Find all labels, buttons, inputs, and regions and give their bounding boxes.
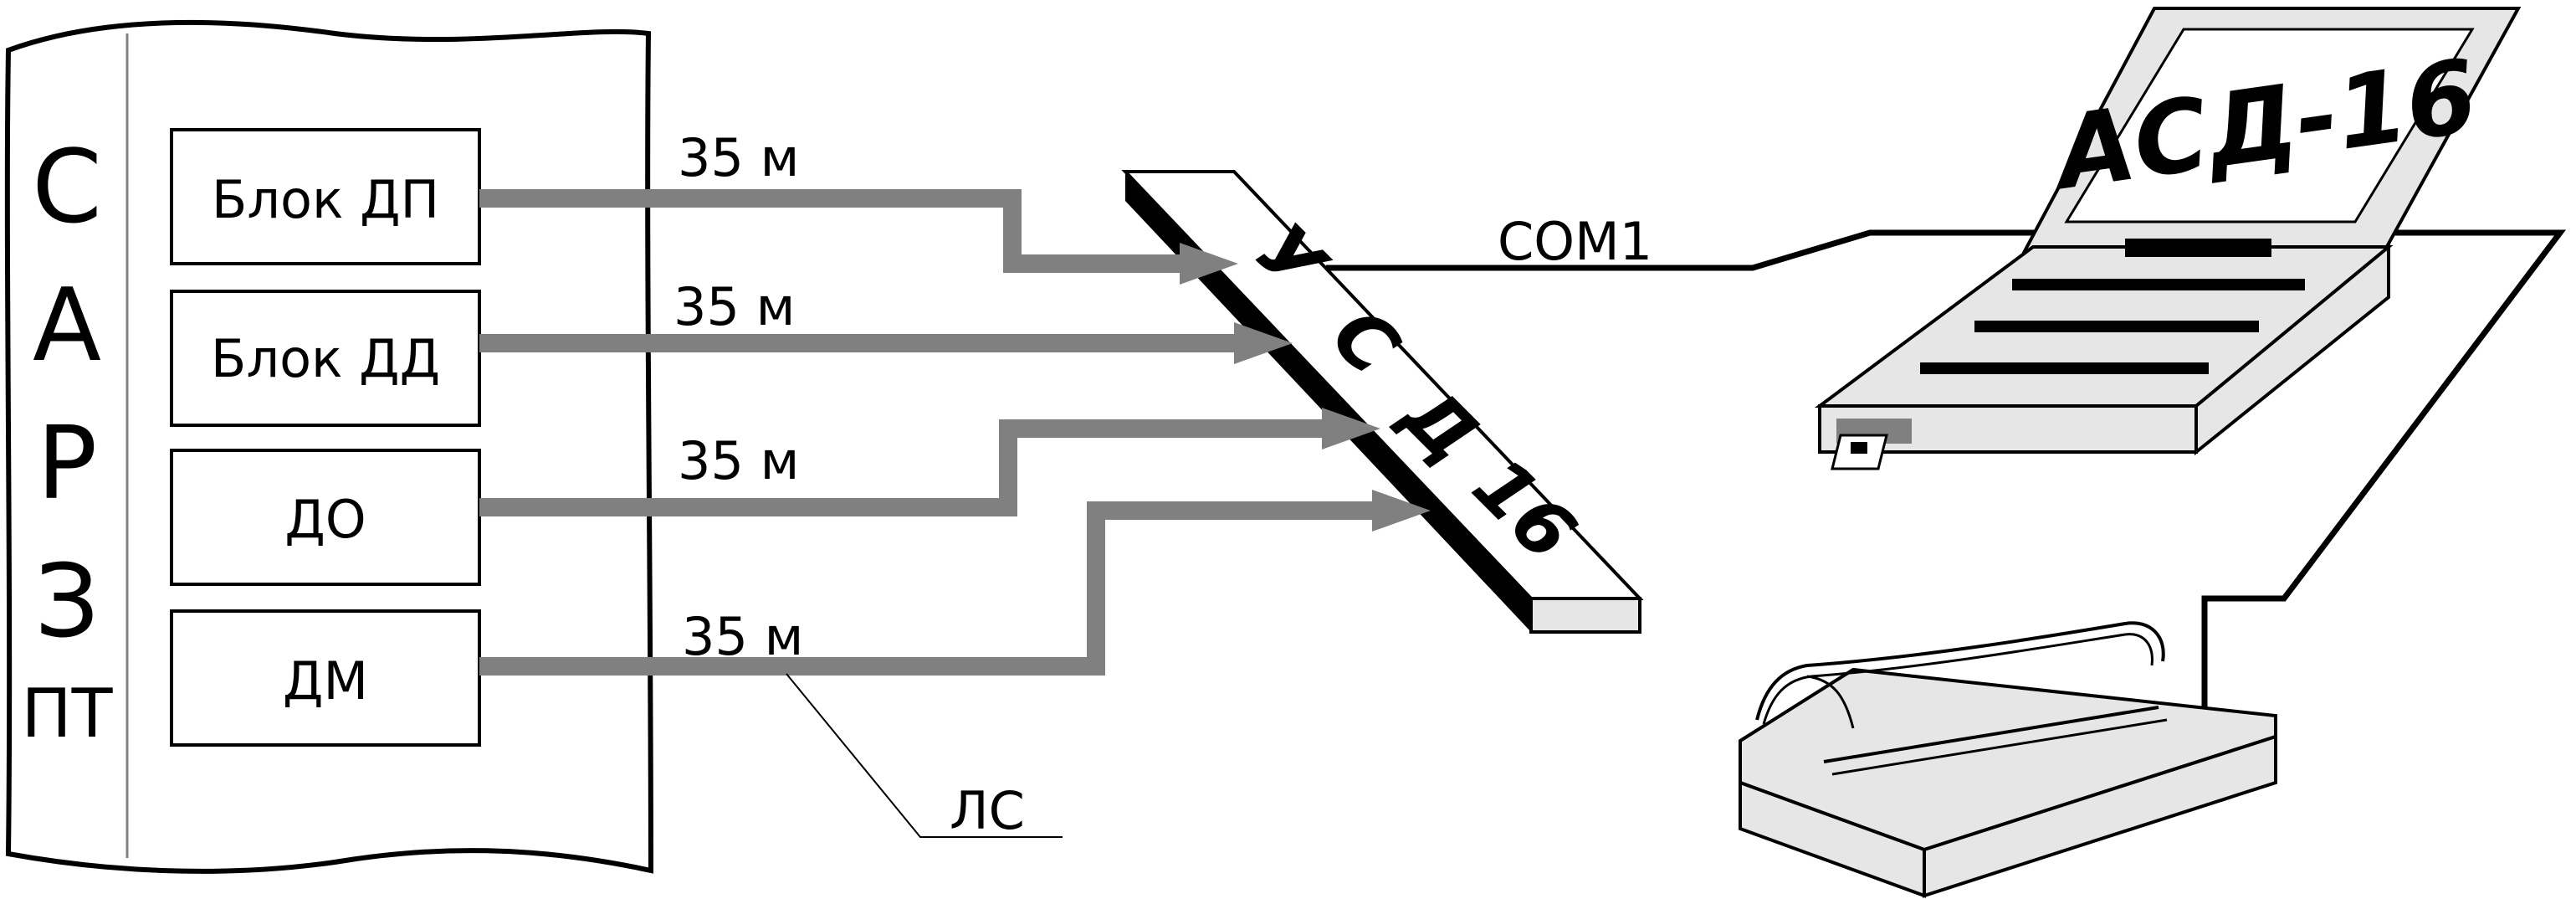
cabinet-letter-2: А: [33, 268, 101, 384]
arrow-dp: [1180, 243, 1238, 285]
block-dp: Блок ДП: [170, 128, 481, 265]
block-dm-label: ДМ: [283, 650, 368, 711]
laptop: АСД-16: [1814, 7, 2522, 470]
laptop-screen: [2064, 28, 2475, 223]
cable-arrowheads: [1180, 243, 1431, 532]
distance-label-1: 35 м: [678, 127, 799, 188]
distance-label-2: 35 м: [673, 276, 795, 337]
laptop-hinge: [2125, 239, 2271, 257]
block-dp-label: Блок ДП: [212, 169, 439, 230]
arrow-dm: [1372, 490, 1431, 532]
printer: [1739, 621, 2277, 898]
block-do-label: ДО: [284, 489, 366, 550]
distance-label-4: 35 м: [682, 606, 803, 667]
cabinet-letter-5: ПТ: [21, 675, 113, 753]
block-dd-label: Блок ДД: [211, 328, 440, 389]
line-label-leader: [786, 673, 1063, 838]
com1-label: COM1: [1498, 211, 1652, 272]
printer-side: [1923, 734, 2277, 898]
cabinet-letter-1: С: [32, 130, 102, 246]
arrow-do: [1322, 408, 1380, 450]
distance-label-3: 35 м: [678, 430, 799, 491]
block-dm: ДМ: [170, 609, 481, 747]
cables: [479, 189, 1380, 676]
floppy-disk-icon: [1831, 434, 1888, 470]
printer-paper: [1755, 621, 2165, 721]
com1-connection-line: [1326, 229, 2567, 728]
cabinet-letter-3: Р: [37, 406, 97, 522]
cable-dp: [479, 189, 1192, 273]
arrow-dd: [1234, 322, 1293, 364]
line-label: ЛС: [950, 780, 1025, 841]
cable-do: [479, 419, 1330, 516]
block-do: ДО: [170, 449, 481, 586]
block-dd: Блок ДД: [170, 290, 481, 427]
cabinet-letter-4: З: [35, 544, 100, 660]
cable-dm: [479, 501, 1380, 676]
